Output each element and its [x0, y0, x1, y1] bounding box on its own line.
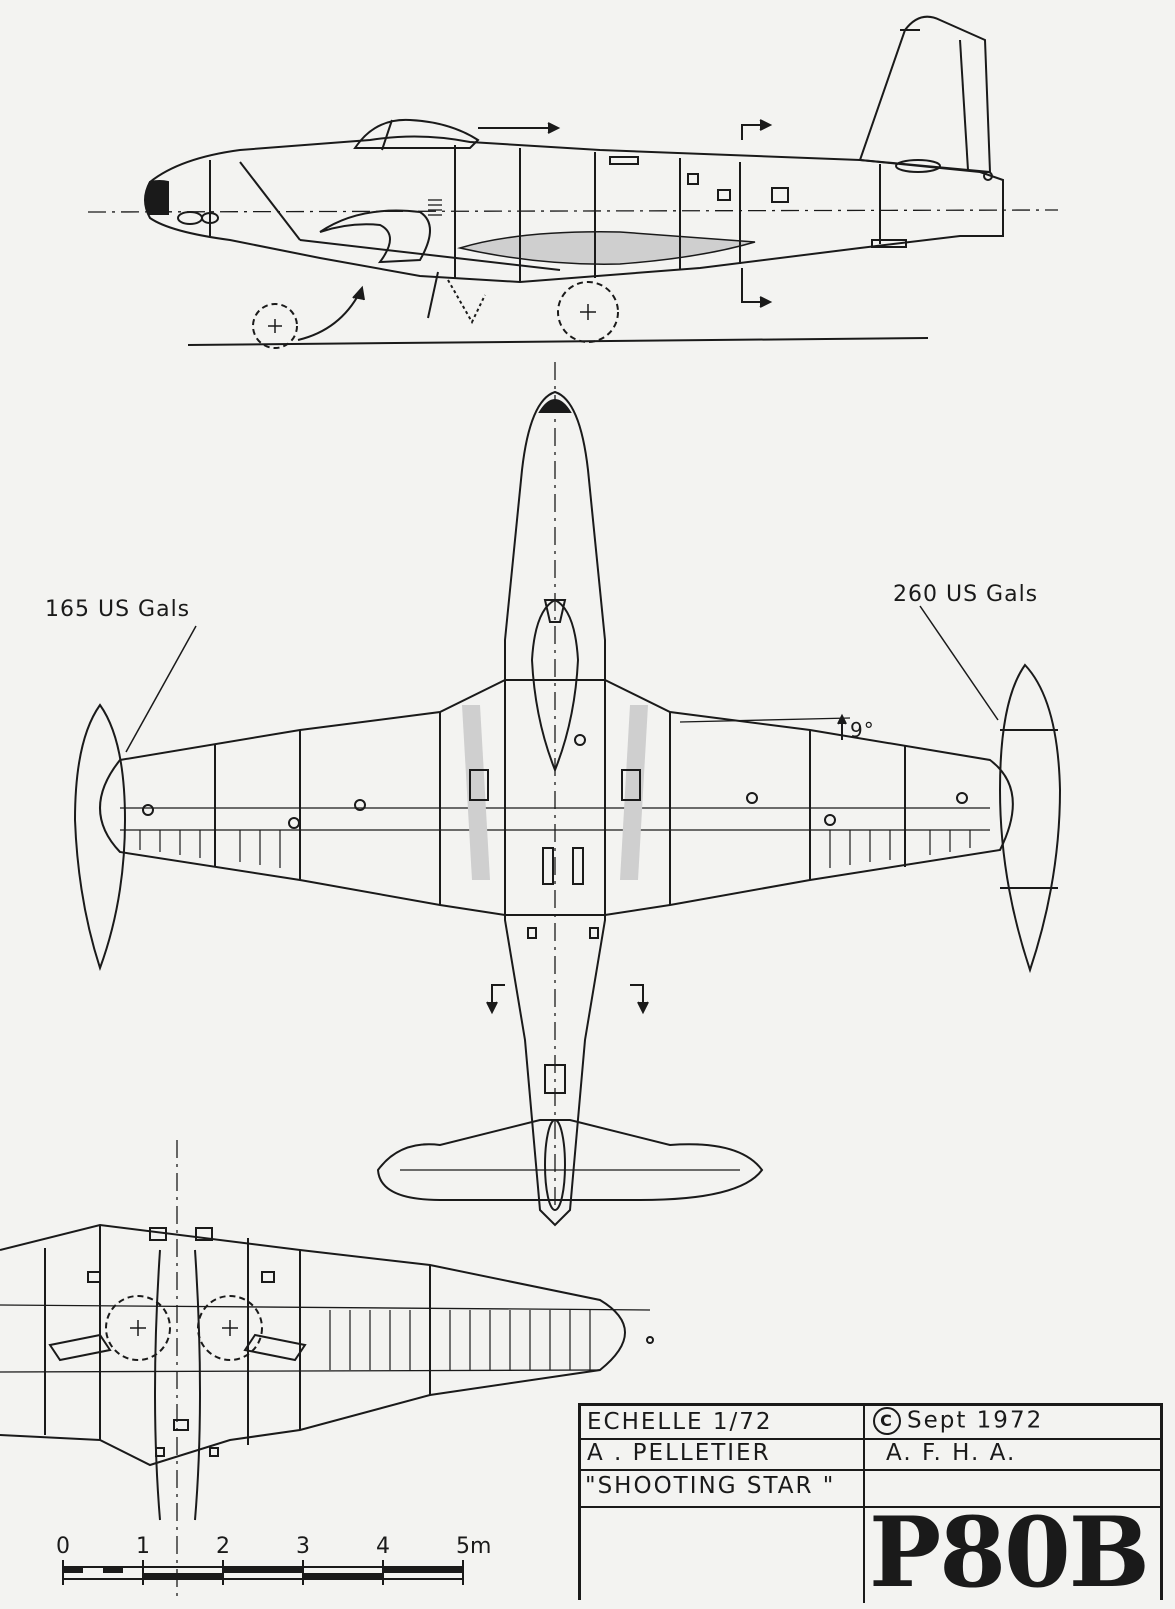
plan-wing [99, 679, 1014, 916]
ground-line [187, 337, 929, 346]
side-canopy [353, 118, 480, 149]
plan-tailplane [376, 1119, 764, 1201]
scale-bar [62, 1560, 464, 1585]
underside-left-wheel [105, 1295, 171, 1361]
plan-canopy [530, 598, 580, 773]
dihedral-angle-label: 9° [850, 718, 875, 742]
copyright-icon: C [873, 1407, 901, 1435]
scale-tick-2: 2 [216, 1534, 230, 1559]
scale-text: ECHELLE 1/72 [587, 1409, 773, 1435]
aircraft-designation: P80B [869, 1496, 1150, 1609]
scale-tick-4: 4 [376, 1534, 390, 1559]
plan-left-tip-tank [73, 703, 127, 972]
aircraft-name-text: "SHOOTING STAR " [585, 1473, 836, 1499]
plan-view [73, 362, 1062, 1227]
side-centerline [87, 209, 1059, 213]
author-text: A . PELLETIER [587, 1440, 771, 1466]
plan-fuselage [504, 390, 606, 1227]
side-nose-gear-retracted [252, 303, 298, 349]
side-view [87, 15, 1059, 349]
side-main-gear-retracted [557, 281, 619, 343]
plan-right-root-fillet [620, 705, 648, 880]
plan-left-root-fillet [462, 705, 490, 880]
side-wing-root-fillet [457, 231, 756, 265]
side-fuselage [144, 135, 1004, 284]
scale-tick-3: 3 [296, 1534, 310, 1559]
underside-wing [0, 1223, 626, 1467]
side-intake [319, 209, 431, 264]
side-nose-cap [145, 180, 169, 215]
scale-tick-0: 0 [56, 1534, 70, 1559]
underside-view [0, 1140, 654, 1600]
organization-text: A. F. H. A. [886, 1440, 1017, 1466]
date-text: Sept 1972 [907, 1407, 1044, 1434]
scale-tick-1: 1 [136, 1534, 150, 1559]
scale-tick-5m: 5m [456, 1534, 492, 1559]
plan-right-tip-tank [998, 663, 1062, 974]
side-vertical-fin [858, 15, 992, 174]
left-tip-tank-capacity-label: 165 US Gals [45, 597, 191, 622]
plan-nose-cap [538, 399, 572, 413]
right-tip-tank-capacity-label: 260 US Gals [893, 582, 1039, 607]
